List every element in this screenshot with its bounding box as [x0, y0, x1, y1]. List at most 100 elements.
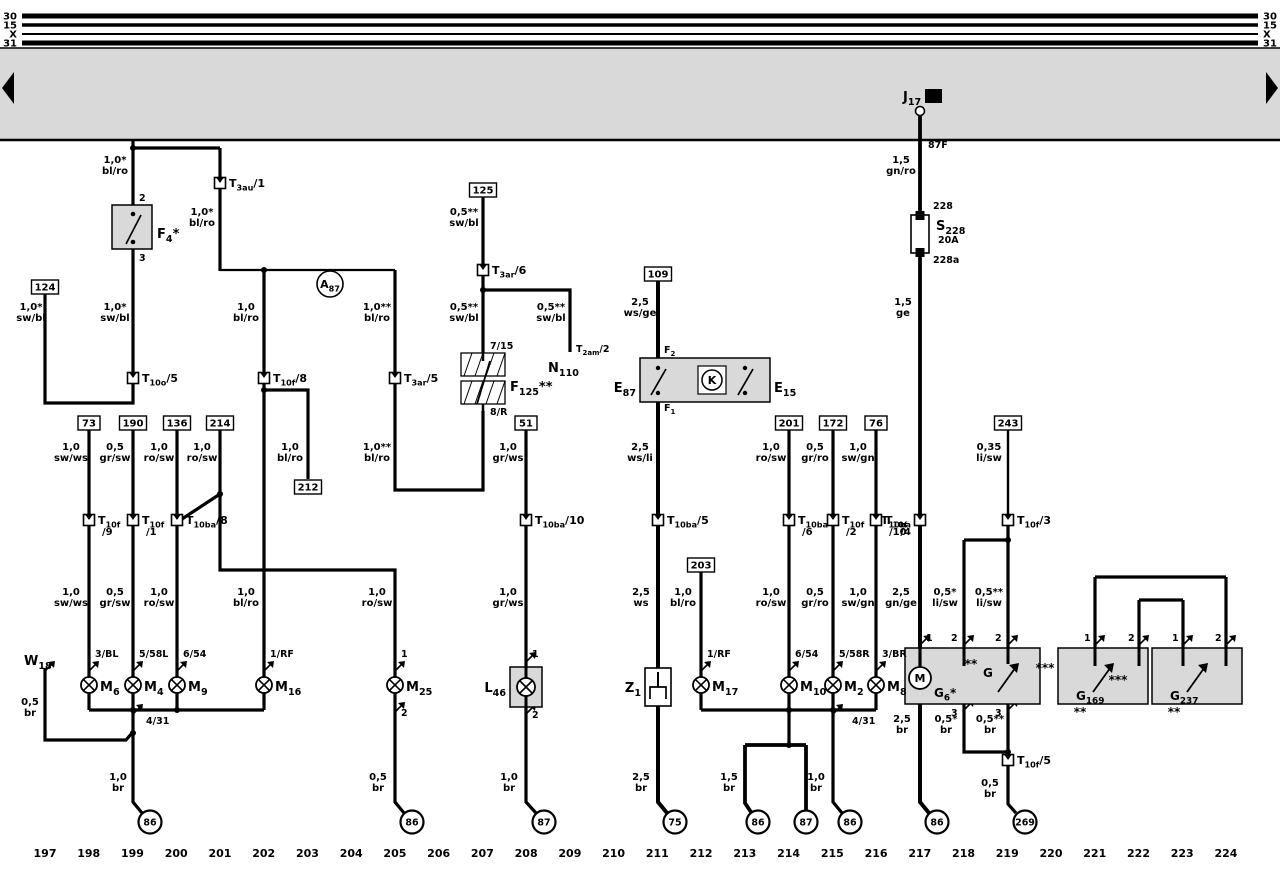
track-number: 214 [777, 847, 800, 860]
component-g237-box [1151, 647, 1243, 705]
switch-contact-icon [476, 360, 491, 405]
wire-label-gauge: 2,5 [631, 297, 649, 308]
terminal-arrowhead-icon [923, 635, 930, 642]
wire-ref-number: 73 [82, 419, 96, 430]
track-number: 210 [602, 847, 625, 860]
component-label-g169: G169 [1076, 689, 1104, 707]
terminal-label: 87F [928, 140, 948, 151]
sender-arrowhead-icon [1198, 663, 1208, 673]
interconnection-a87-circle [316, 270, 344, 298]
contact-dot [742, 390, 748, 396]
wire [131, 710, 144, 815]
hatch-line [485, 380, 495, 405]
component-label-n110: N110 [548, 361, 579, 379]
bus-label-left: 15 [3, 21, 17, 32]
junction-dot [480, 287, 486, 293]
terminal-label: 6/54 [795, 649, 819, 660]
contact-dot [130, 211, 136, 217]
wire-ref-box [162, 415, 192, 431]
clock-symbol-icon [701, 369, 723, 391]
track-number: 216 [865, 847, 888, 860]
connector-label-pin: /4 [900, 527, 911, 538]
wire [181, 492, 221, 521]
wire-ref-number: 243 [998, 419, 1019, 430]
connector-label: T10f/8 [273, 372, 307, 387]
connector-pin-icon [872, 515, 880, 520]
wire-label-gauge: 0,5 [106, 442, 124, 453]
terminal-arrowhead-icon [879, 661, 886, 668]
terminal-label: 1 [926, 633, 933, 644]
component-label-f125: F125** [510, 380, 553, 398]
wire-label-color: sw/bl [100, 313, 129, 324]
wire-label-color: li/sw [976, 453, 1002, 464]
wire-label-gauge: 0,5 [806, 587, 824, 598]
wire-label-color: ro/sw [756, 598, 787, 609]
bulb-cross [257, 678, 271, 692]
wire-label-gauge: 1,0* [104, 155, 128, 166]
page-prev-arrow[interactable] [2, 72, 14, 104]
component-label-m25: M25 [406, 680, 432, 698]
wire-label-color: bl/ro [364, 313, 390, 324]
wire-label-gauge: 1,0 [499, 442, 517, 453]
wire-label-gauge: 2,5 [893, 714, 911, 725]
page-next-arrow[interactable] [1266, 72, 1278, 104]
wire-ref-number: 136 [167, 419, 188, 430]
wire-label-color: ws/li [627, 453, 653, 464]
bus-label-left: 30 [3, 12, 17, 23]
connector-pin-icon [1004, 755, 1012, 760]
bus-label-right: 31 [1263, 39, 1277, 50]
connector-label: T10f [142, 514, 165, 529]
wire-label-color: br [635, 783, 647, 794]
wire [656, 706, 669, 815]
component-label-s228: S228 [936, 219, 966, 237]
terminal-label: 8/R [490, 407, 508, 418]
connector-pin-icon [522, 515, 530, 520]
terminal-arrowhead-icon [836, 704, 843, 711]
bulb-cross [519, 680, 533, 694]
wire-ref-number: 124 [35, 283, 56, 294]
contact-dot [742, 365, 748, 371]
component-label-m8: M8 [887, 680, 907, 698]
connector-pin-icon [129, 515, 137, 520]
ground-point-number: 269 [1015, 818, 1035, 829]
connector-label: T10f [885, 514, 908, 529]
terminal-arrowhead-icon [267, 661, 274, 668]
wire-label-gauge: 1,5 [892, 155, 910, 166]
wire-label-color: gr/sw [100, 598, 131, 609]
track-number: 218 [952, 847, 975, 860]
component-label-m2: M2 [844, 680, 864, 698]
wire-label-color: br [112, 783, 124, 794]
switch-contact-icon [125, 214, 142, 245]
switch-contact-icon [650, 368, 667, 396]
wire-ref-box [643, 266, 673, 282]
track-number: 219 [996, 847, 1019, 860]
wire-label-gauge: 0,5 [21, 697, 39, 708]
wire-label-gauge: 2,5 [632, 772, 650, 783]
hatch-line [496, 380, 506, 405]
track-number: 212 [690, 847, 713, 860]
connector-label: T10ba [798, 514, 828, 529]
ground-point-number: 86 [143, 818, 157, 829]
relay-terminal-circle [914, 105, 926, 117]
wire [1006, 766, 1018, 815]
terminal-label: 6/54 [183, 649, 207, 660]
bulb-cross [82, 678, 96, 692]
terminal-label: 3/BL [95, 649, 118, 660]
wire-ref-box [205, 415, 235, 431]
wire-ref-box [993, 415, 1023, 431]
sender-arrowhead-icon [1104, 663, 1114, 673]
wire [524, 707, 538, 815]
wire-label-gauge: 1,5 [894, 297, 912, 308]
wire [483, 288, 572, 352]
track-number: 208 [515, 847, 538, 860]
wire-ref-box [514, 415, 538, 431]
terminal-arrowhead-icon [1229, 635, 1236, 642]
wire-label-gauge: 1,0 [368, 587, 386, 598]
track-number: 204 [340, 847, 363, 860]
wire-label-gauge: 0,5** [975, 587, 1004, 598]
component-label-g: G [983, 666, 993, 680]
component-label-m4: M4 [144, 680, 164, 698]
terminal-arrowhead-icon [529, 652, 536, 659]
terminal-label: 7/15 [490, 341, 513, 352]
bulb-cross [170, 678, 184, 692]
